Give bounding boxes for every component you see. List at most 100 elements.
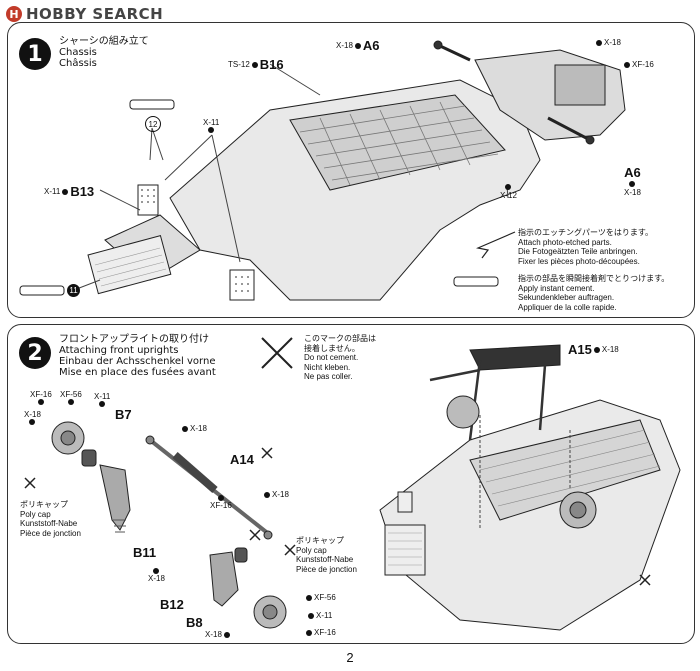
label-xf16-top-right: XF-16 (624, 60, 654, 69)
paint-code: XF-56 (60, 390, 82, 399)
pointer-dot (182, 425, 188, 432)
paint-code: X-18 (336, 41, 353, 50)
pointer-dot (251, 61, 258, 68)
polycap-right-jp: ポリキャップ (296, 536, 344, 545)
pointer-dot (596, 39, 602, 46)
paint-code: X-18 (190, 424, 207, 433)
paint-code: X-12 (500, 191, 517, 200)
step-1-title-en: Chassis (59, 47, 97, 58)
pointer-dot (505, 184, 512, 190)
part-b8: B8 (186, 615, 203, 630)
paint-code: XF-16 (210, 501, 232, 510)
callout-11: 11 (67, 284, 80, 297)
paint-code: XF-16 (314, 628, 336, 637)
label-x18-c: X-18 (264, 490, 289, 499)
step-1-title: シャーシの組み立て Chassis Châssis (59, 36, 149, 69)
no-cement-jp2: 接着しません。 (304, 343, 360, 353)
step-2-title-en: Attaching front uprights (59, 345, 179, 356)
chassis-floor-grid (289, 94, 506, 191)
label-ts12-b16: TS-12 B16 (228, 57, 284, 72)
step-1-title-fr: Châssis (59, 58, 97, 69)
note-cement-en: Apply instant cement. (518, 283, 595, 293)
paint-code: X-11 (44, 187, 61, 196)
note-instant-cement: 指示の部品を瞬間接着剤でとりつけます。 Apply instant cement… (518, 274, 669, 312)
page-number: 2 (346, 650, 354, 665)
paint-code: X-11 (94, 392, 111, 401)
part-b11: B11 (133, 545, 157, 560)
label-x18-top-right: X-18 (596, 38, 621, 47)
part-b12: B12 (160, 597, 184, 612)
label-xf56-b: XF-56 (306, 593, 336, 602)
pointer-dot (264, 491, 270, 498)
label-a6-right: A6 X-18 (624, 165, 641, 197)
label-x18-a: X-18 (24, 410, 41, 425)
part-code: B13 (70, 184, 95, 199)
pointer-dot (99, 401, 106, 407)
part-code: A15 (568, 342, 592, 357)
bracket-a15 (469, 344, 561, 371)
step-2-title: フロントアップライトの取り付け Attaching front uprights… (59, 334, 216, 378)
pointer-dot (217, 495, 224, 501)
pointer-dot (306, 629, 312, 636)
note-cement-jp: 指示の部品を瞬間接着剤でとりつけます。 (518, 274, 670, 283)
polycap-right-fr: Pièce de jonction (296, 564, 357, 574)
paint-code: XF-56 (314, 593, 336, 602)
part-b7: B7 (115, 407, 132, 422)
pointer-dot (67, 399, 74, 405)
paint-code: X-18 (205, 630, 222, 639)
paint-code: XF-16 (30, 390, 52, 399)
paint-code: X-18 (601, 345, 619, 354)
driveshaft-a6-right (547, 116, 591, 142)
label-x11: X-11 (203, 118, 219, 133)
paint-code: X-18 (272, 490, 289, 499)
callout-12: 12 (145, 116, 161, 132)
label-x18-a6-top: X-18 A6 (336, 38, 380, 53)
label-xf16-a: XF-16 (30, 390, 52, 405)
no-cement-jp1: このマークの部品は (304, 334, 376, 343)
paint-code: X-11 (316, 611, 333, 620)
note-do-not-cement: このマークの部品は 接着しません。 Do not cement. Nicht k… (304, 334, 376, 382)
note-etch-fr: Fixer les pièces photo-découpées. (518, 256, 640, 266)
label-x11-b: X-11 (308, 611, 332, 620)
paint-code: X-18 (624, 188, 641, 197)
etch-arrow (475, 231, 516, 259)
pointer-dot (153, 568, 160, 574)
paint-code: X-18 (24, 410, 41, 419)
upright-b12 (209, 551, 239, 607)
pointer-dot (37, 399, 44, 405)
step-2-title-fr: Mise en place des fusées avant (59, 367, 216, 378)
pointer-dot (29, 419, 36, 425)
label-x18-d: X-18 (148, 568, 165, 583)
part-a14: A14 (230, 452, 254, 467)
step-number-2: 2 (19, 337, 51, 369)
pointer-dot (629, 181, 636, 187)
polycap-right-de: Kunststoff-Nabe (296, 555, 354, 564)
pointer-dot (308, 612, 314, 619)
step-number-1: 1 (19, 38, 51, 70)
polycap-right-en: Poly cap (296, 545, 327, 555)
polycap-left-fr: Pièce de jonction (20, 528, 81, 538)
label-x18-b: X-18 (182, 424, 207, 433)
polycap-left-de: Kunststoff-Nabe (20, 519, 78, 528)
label-x18-e: X-18 (205, 630, 230, 639)
paint-code: TS-12 (228, 60, 250, 69)
part-code: B16 (259, 57, 284, 72)
label-xf56-a: XF-56 (60, 390, 82, 405)
no-cement-en: Do not cement. (304, 353, 359, 362)
note-cement-de: Sekundenkleber auftragen. (518, 293, 615, 302)
polycap-left-note: ポリキャップ Poly cap Kunststoff-Nabe Pièce de… (20, 500, 81, 538)
note-cement-fr: Appliquer de la colle rapide. (518, 302, 617, 312)
paint-code: XF-16 (632, 60, 654, 69)
polycap-right-note: ポリキャップ Poly cap Kunststoff-Nabe Pièce de… (296, 536, 357, 574)
pointer-dot (354, 42, 361, 49)
note-photo-etched: 指示のエッチングパーツをはります。 Attach photo-etched pa… (518, 228, 653, 266)
pointer-dot (306, 594, 312, 601)
paint-code: X-11 (203, 118, 220, 127)
paint-code: X-18 (148, 574, 165, 583)
no-cement-de: Nicht kleben. (304, 362, 351, 372)
label-xf16-c: XF-16 (306, 628, 336, 637)
pointer-dot (624, 61, 630, 68)
label-xf16-b: XF-16 (210, 495, 232, 510)
pointer-dot (62, 188, 69, 195)
